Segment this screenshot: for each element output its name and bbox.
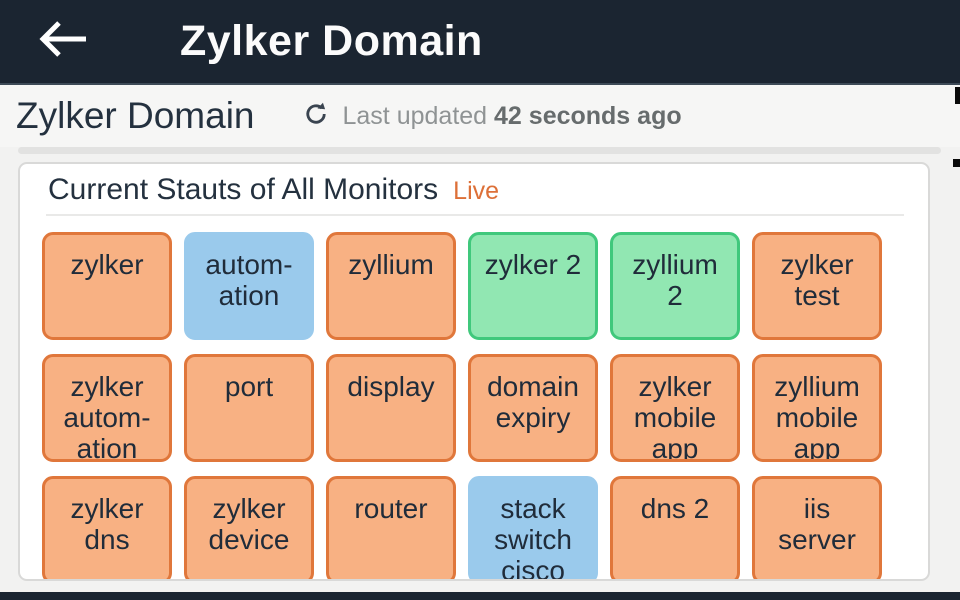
card-header: Current Stauts of All Monitors Live xyxy=(20,164,928,214)
monitors-card: Current Stauts of All Monitors Live zylk… xyxy=(18,162,930,581)
monitor-tile[interactable]: display xyxy=(326,354,456,462)
monitor-tile[interactable]: zylker test xyxy=(752,232,882,340)
monitor-tile-label: domain expiry xyxy=(487,371,579,433)
monitor-tile[interactable]: zyllium 2 xyxy=(610,232,740,340)
monitor-tile-label: autom- ation xyxy=(205,249,293,311)
monitor-tile-label: zylker mobile app xyxy=(633,371,717,462)
monitor-tile-label: zyllium xyxy=(348,249,434,280)
monitor-tile[interactable]: iis server xyxy=(752,476,882,579)
monitor-tile-label: zylker 2 xyxy=(484,249,582,280)
scrollbar-thumb[interactable] xyxy=(955,87,960,104)
refresh-icon xyxy=(303,101,329,132)
back-button[interactable] xyxy=(36,19,90,64)
monitor-tile-label: display xyxy=(347,371,435,402)
monitor-tile[interactable]: zyllium xyxy=(326,232,456,340)
arrow-left-icon xyxy=(36,19,90,64)
monitor-tile[interactable]: stack switch cisco xyxy=(468,476,598,581)
monitor-tile-label: zylker autom- ation xyxy=(63,371,151,462)
monitor-tile-label: iis server xyxy=(778,493,856,555)
live-badge: Live xyxy=(453,177,500,205)
monitor-tile[interactable]: zyllium mobile app xyxy=(752,354,882,462)
monitor-tile[interactable]: zylker device xyxy=(184,476,314,579)
monitor-tile-label: zyllium mobile app xyxy=(774,371,860,462)
last-updated: Last updated 42 seconds ago xyxy=(343,102,682,131)
monitor-tile-label: zylker dns xyxy=(70,493,144,555)
card-title-divider xyxy=(46,214,904,216)
app-bar: Zylker Domain xyxy=(0,0,960,85)
monitor-tile[interactable]: router xyxy=(326,476,456,579)
monitor-tile-label: port xyxy=(224,371,274,402)
monitor-tile-label: zyllium 2 xyxy=(632,249,718,311)
monitor-tile-label: zylker test xyxy=(780,249,854,311)
last-updated-label: Last updated xyxy=(342,101,488,130)
card-title: Current Stauts of All Monitors xyxy=(48,173,439,206)
monitor-tile[interactable]: zylker mobile app xyxy=(610,354,740,462)
last-updated-value: 42 seconds ago xyxy=(494,101,682,130)
refresh-button[interactable] xyxy=(303,101,329,132)
monitor-tile-label: dns 2 xyxy=(640,493,710,524)
app-bar-title: Zylker Domain xyxy=(180,17,483,65)
monitor-tile-label: stack switch cisco xyxy=(494,493,572,581)
bottom-bar xyxy=(0,592,960,600)
monitor-tile[interactable]: zylker dns xyxy=(42,476,172,579)
header-divider xyxy=(18,147,941,154)
page-header: Zylker Domain Last updated 42 seconds ag… xyxy=(0,85,960,147)
monitor-tile[interactable]: port xyxy=(184,354,314,462)
monitor-tile[interactable]: domain expiry xyxy=(468,354,598,462)
monitor-grid: zylker autom- ation zyllium zylker 2 zyl… xyxy=(20,232,928,581)
monitor-tile[interactable]: zylker 2 xyxy=(468,232,598,340)
monitor-tile-label: router xyxy=(354,493,428,524)
monitor-tile-label: zylker device xyxy=(208,493,290,555)
monitor-tile[interactable]: zylker autom- ation xyxy=(42,354,172,462)
scrollbar-mark[interactable] xyxy=(953,159,960,167)
page-title: Zylker Domain xyxy=(16,95,255,136)
monitor-tile[interactable]: dns 2 xyxy=(610,476,740,579)
monitor-tile[interactable]: zylker xyxy=(42,232,172,340)
monitor-tile-label: zylker xyxy=(70,249,144,280)
monitor-tile[interactable]: autom- ation xyxy=(184,232,314,340)
